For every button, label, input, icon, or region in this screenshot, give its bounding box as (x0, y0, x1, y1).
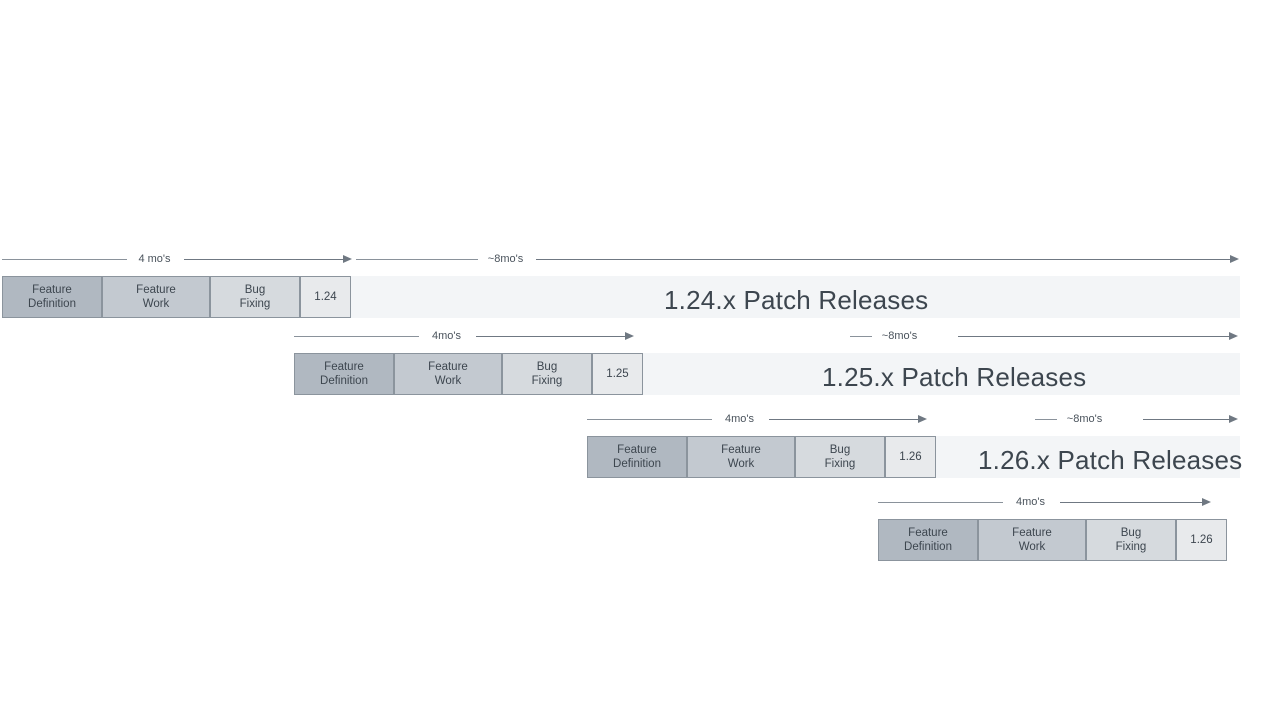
version-label: 1.26 (1190, 534, 1213, 546)
phase-label-line2: Fixing (531, 375, 563, 387)
phase-label-line2: Work (727, 458, 755, 470)
patch-band-label-126: 1.26.x Patch Releases (978, 445, 1243, 475)
phase-label-line2: Fixing (1115, 541, 1147, 553)
phase-label-line2: Definition (613, 458, 661, 470)
phase-label-line2: Definition (320, 375, 368, 387)
phase-row-127: Feature Definition Feature Work Bug Fixi… (878, 519, 1227, 561)
phase-version-127: 1.26 (1176, 519, 1227, 561)
patch-measure-124: ~8mo's (356, 250, 1240, 272)
patch-band-label-125: 1.25.x Patch Releases (822, 362, 1087, 392)
phase-label-line1: Feature (428, 361, 468, 373)
phase-label-line1: Bug (829, 444, 851, 456)
phase-feature-definition-127: Feature Definition (878, 519, 978, 561)
phase-feature-definition-125: Feature Definition (294, 353, 394, 395)
version-label: 1.26 (899, 451, 922, 463)
patch-measure-label-125: ~8mo's (881, 330, 918, 342)
phase-row-124: Feature Definition Feature Work Bug Fixi… (2, 276, 351, 318)
phase-label-line2: Fixing (239, 298, 271, 310)
dev-measure-label-125: 4mo's (432, 330, 461, 342)
phase-row-125: Feature Definition Feature Work Bug Fixi… (294, 353, 643, 395)
phase-label-line2: Work (142, 298, 170, 310)
phase-label-line1: Feature (721, 444, 761, 456)
patch-measure-label-124: ~8mo's (487, 253, 524, 265)
phase-bug-fixing-124: Bug Fixing (210, 276, 300, 318)
phase-label-line1: Feature (32, 284, 72, 296)
phase-label-line2: Definition (904, 541, 952, 553)
phase-label-line2: Fixing (824, 458, 856, 470)
phase-label-line1: Bug (244, 284, 266, 296)
phase-label-line1: Feature (136, 284, 176, 296)
dev-measure-126: 4mo's (587, 410, 937, 432)
patch-band-label-124: 1.24.x Patch Releases (664, 285, 929, 315)
phase-label-line1: Bug (1120, 527, 1142, 539)
phase-feature-definition-126: Feature Definition (587, 436, 687, 478)
version-label: 1.24 (314, 291, 337, 303)
phase-version-126: 1.26 (885, 436, 936, 478)
phase-bug-fixing-126: Bug Fixing (795, 436, 885, 478)
patch-measure-126: ~8mo's (1035, 410, 1240, 432)
dev-measure-127: 4mo's (878, 493, 1211, 515)
phase-row-126: Feature Definition Feature Work Bug Fixi… (587, 436, 936, 478)
phase-version-124: 1.24 (300, 276, 351, 318)
phase-label-line1: Bug (536, 361, 558, 373)
dev-measure-125: 4mo's (294, 327, 644, 349)
dev-measure-124: 4 mo's (2, 250, 352, 272)
phase-feature-work-126: Feature Work (687, 436, 795, 478)
phase-bug-fixing-125: Bug Fixing (502, 353, 592, 395)
phase-feature-definition-124: Feature Definition (2, 276, 102, 318)
version-label: 1.25 (606, 368, 629, 380)
dev-measure-label-127: 4mo's (1016, 496, 1045, 508)
dev-measure-label-126: 4mo's (725, 413, 754, 425)
dev-measure-label-124: 4 mo's (138, 253, 171, 265)
phase-label-line1: Feature (908, 527, 948, 539)
patch-measure-125: ~8mo's (850, 327, 1240, 349)
phase-bug-fixing-127: Bug Fixing (1086, 519, 1176, 561)
phase-label-line2: Work (1018, 541, 1046, 553)
phase-label-line1: Feature (324, 361, 364, 373)
phase-feature-work-124: Feature Work (102, 276, 210, 318)
phase-label-line1: Feature (1012, 527, 1052, 539)
phase-label-line2: Definition (28, 298, 76, 310)
phase-feature-work-125: Feature Work (394, 353, 502, 395)
patch-measure-label-126: ~8mo's (1066, 413, 1103, 425)
phase-feature-work-127: Feature Work (978, 519, 1086, 561)
phase-label-line1: Feature (617, 444, 657, 456)
phase-label-line2: Work (434, 375, 462, 387)
phase-version-125: 1.25 (592, 353, 643, 395)
